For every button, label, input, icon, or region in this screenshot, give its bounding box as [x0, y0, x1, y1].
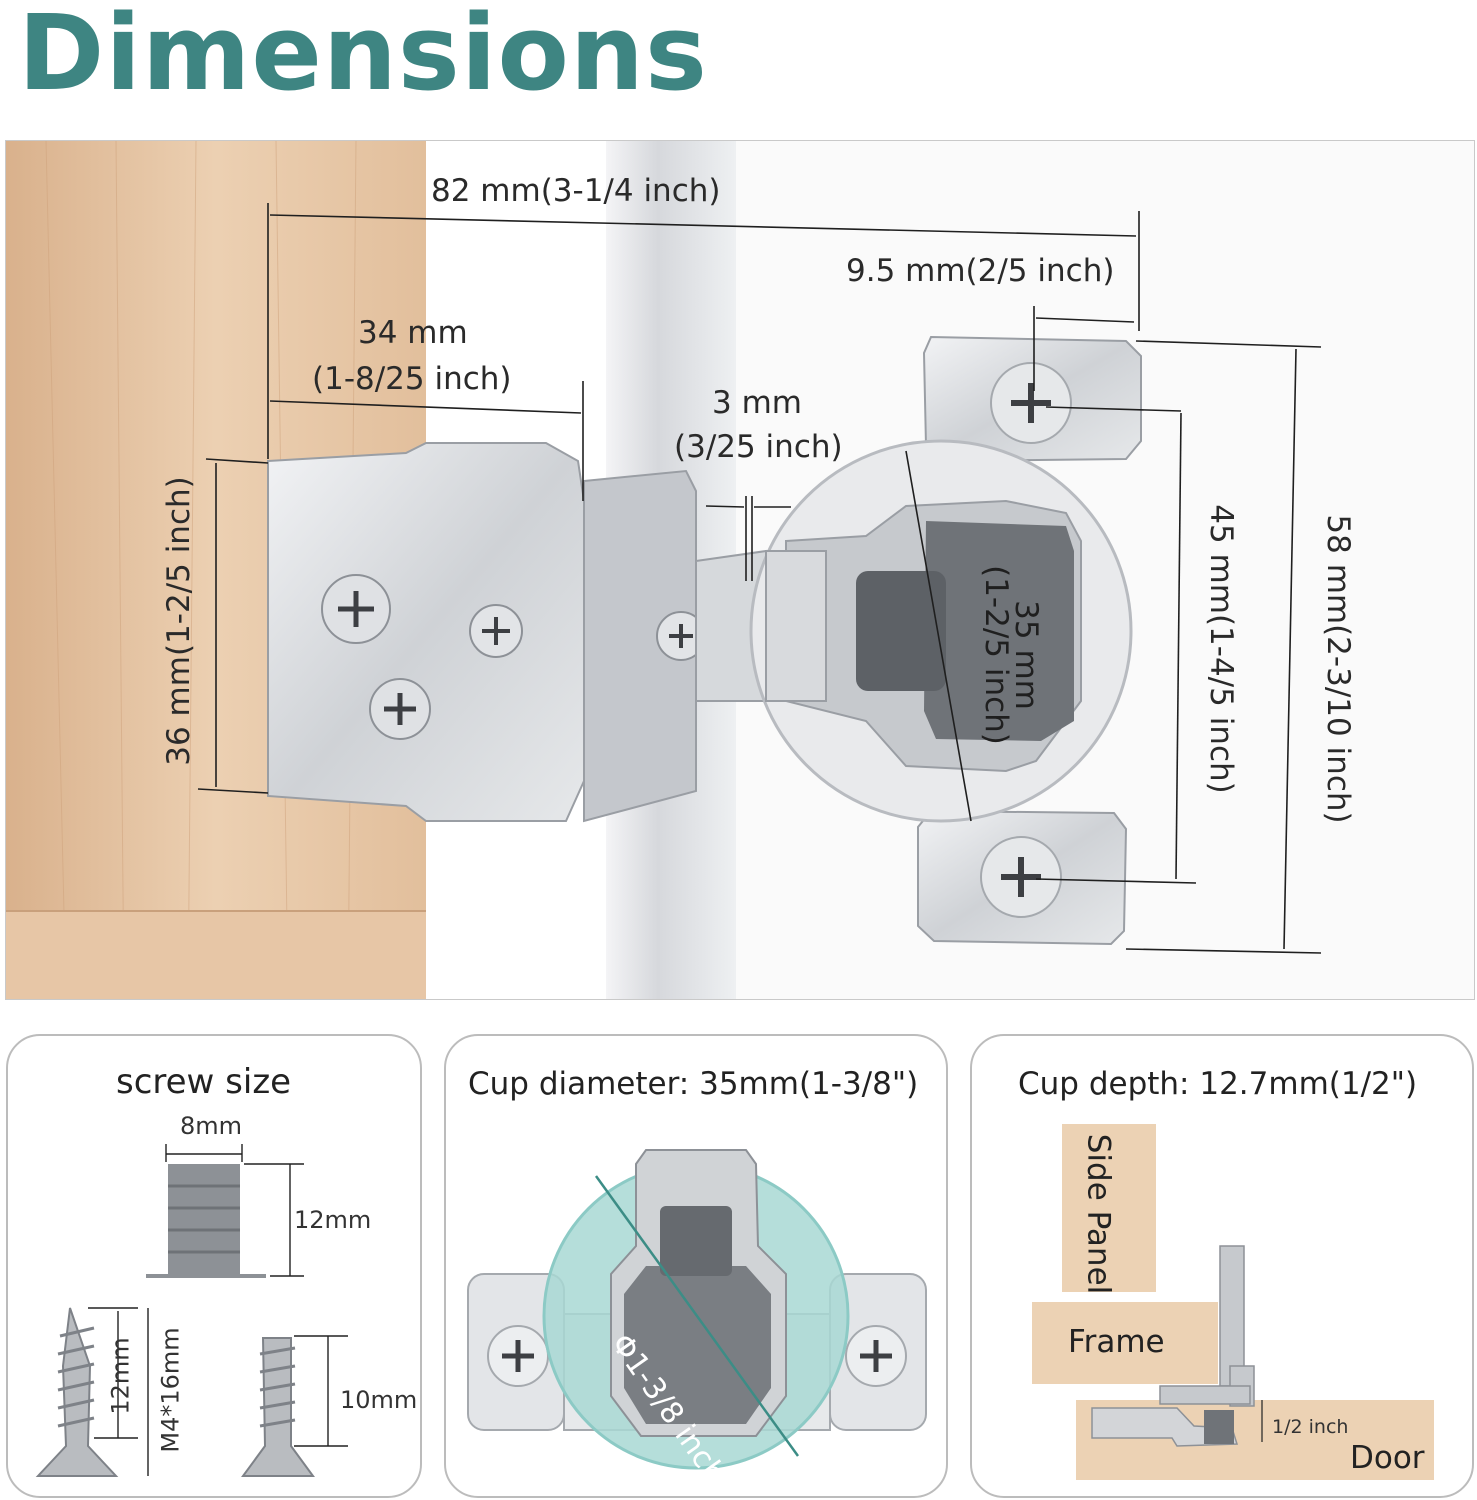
page-title: Dimensions [18, 0, 708, 114]
frame-label: Frame [1068, 1324, 1165, 1360]
screw-panel-title: screw size [116, 1062, 292, 1102]
overall-length-label: 82 mm(3-1/4 inch) [431, 173, 721, 209]
arm-height-label: 36 mm(1-2/5 inch) [161, 476, 197, 766]
side-panel-label: Side Panel [1080, 1133, 1117, 1295]
screw-size-panel: screw size 8mm 12mm 12mm M4*16mm 10mm [6, 1034, 422, 1498]
screw-illustrations [35, 1144, 348, 1477]
screw1-size-label: M4*16mm [156, 1327, 185, 1453]
plate-offset-label: 9.5 mm(2/5 inch) [846, 253, 1115, 289]
cup-depth-panel: Cup depth: 12.7mm(1/2") Side Panel Frame… [970, 1034, 1474, 1498]
gap-in-label: (3/25 inch) [674, 429, 843, 465]
screw2-length-label: 10mm [340, 1386, 418, 1414]
cup-depth-illustration [1032, 1124, 1434, 1480]
door-label: Door [1350, 1440, 1425, 1476]
cup-in-label: (1-2/5 inch) [978, 565, 1014, 745]
dowel-width-label: 8mm [180, 1112, 243, 1140]
screw1-thread-label: 12mm [106, 1337, 135, 1415]
depth-label: 1/2 inch [1272, 1416, 1349, 1438]
cup-illustration [467, 1149, 927, 1470]
cup-panel-title: Cup diameter: 35mm(1-3/8") [468, 1066, 919, 1102]
arm-length-in-label: (1-8/25 inch) [312, 361, 512, 397]
dowel-length-label: 12mm [294, 1206, 372, 1234]
gap-mm-label: 3 mm [712, 385, 802, 421]
hinge-illustration [6, 141, 1474, 999]
arm-length-mm-label: 34 mm [358, 315, 468, 351]
hole-spacing-label: 45 mm(1-4/5 inch) [1203, 504, 1239, 794]
depth-panel-title: Cup depth: 12.7mm(1/2") [1018, 1066, 1418, 1102]
plate-height-label: 58 mm(2-3/10 inch) [1320, 514, 1356, 824]
cup-diameter-panel: Cup diameter: 35mm(1-3/8") Φ1-3/8 inch [444, 1034, 948, 1498]
hinge-dimension-diagram: 82 mm(3-1/4 inch) 9.5 mm(2/5 inch) 34 mm… [5, 140, 1475, 1000]
